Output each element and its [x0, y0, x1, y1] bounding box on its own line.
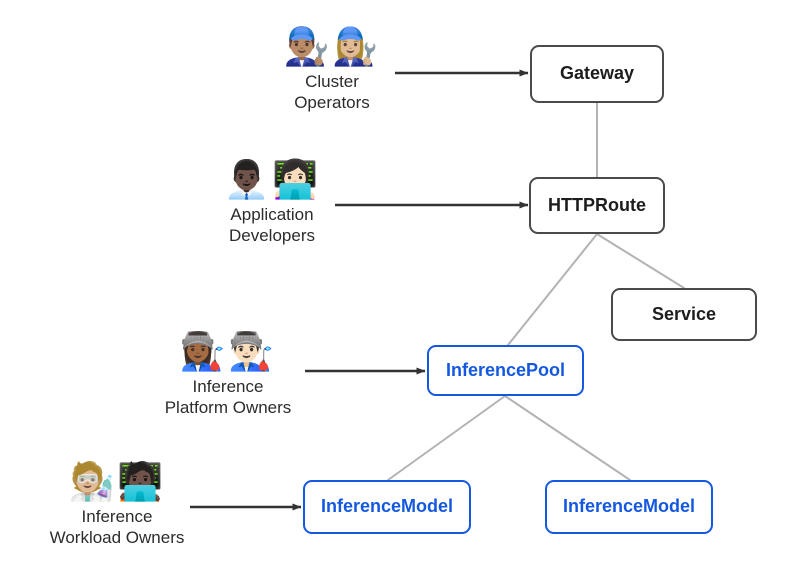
node-label-inferencepool: InferencePool: [445, 359, 566, 380]
node-gateway[interactable]: Gateway: [530, 45, 664, 103]
actor-inference-workload-owners: 🧑🏼‍🔬🧑🏿‍💻Inference Workload Owners: [17, 460, 217, 548]
node-label-inferencemodel1: InferenceModel: [320, 496, 454, 517]
actor-cluster-operators: 👨🏽‍🔧👩🏼‍🔧Cluster Operators: [232, 25, 432, 113]
actor-inference-platform-owners: 👩🏾‍🏭👨🏻‍🏭Inference Platform Owners: [128, 330, 328, 418]
node-inferencepool[interactable]: InferencePool: [427, 345, 584, 396]
edge-httproute-service: [596, 233, 685, 289]
edge-inferencepool-model2: [504, 395, 631, 481]
office-worker-technologist-pair-emoji: 👨🏿‍💼👩🏻‍💻: [223, 158, 321, 201]
edge-inferencepool-model1: [387, 395, 506, 481]
node-httproute[interactable]: HTTPRoute: [529, 177, 665, 234]
node-inferencemodel2[interactable]: InferenceModel: [545, 480, 713, 534]
actor-label-cluster-operators: Cluster Operators: [294, 71, 370, 113]
actor-label-application-developers: Application Developers: [229, 204, 315, 246]
mechanic-pair-emoji: 👨🏽‍🔧👩🏼‍🔧: [283, 25, 381, 68]
edge-httproute-inferencepool: [507, 233, 598, 346]
node-label-inferencemodel2: InferenceModel: [562, 496, 696, 517]
node-label-httproute: HTTPRoute: [548, 194, 646, 215]
node-inferencemodel1[interactable]: InferenceModel: [303, 480, 471, 534]
node-service[interactable]: Service: [611, 288, 757, 341]
actor-arrows: [190, 69, 529, 511]
construction-worker-pair-emoji: 👩🏾‍🏭👨🏻‍🏭: [179, 330, 277, 373]
actor-label-inference-workload-owners: Inference Workload Owners: [49, 506, 185, 548]
actor-application-developers: 👨🏿‍💼👩🏻‍💻Application Developers: [172, 158, 372, 246]
scientist-technologist-pair-emoji: 🧑🏼‍🔬🧑🏿‍💻: [68, 460, 166, 503]
actor-label-inference-platform-owners: Inference Platform Owners: [164, 376, 292, 418]
node-label-service: Service: [651, 303, 717, 324]
node-label-gateway: Gateway: [559, 63, 635, 84]
